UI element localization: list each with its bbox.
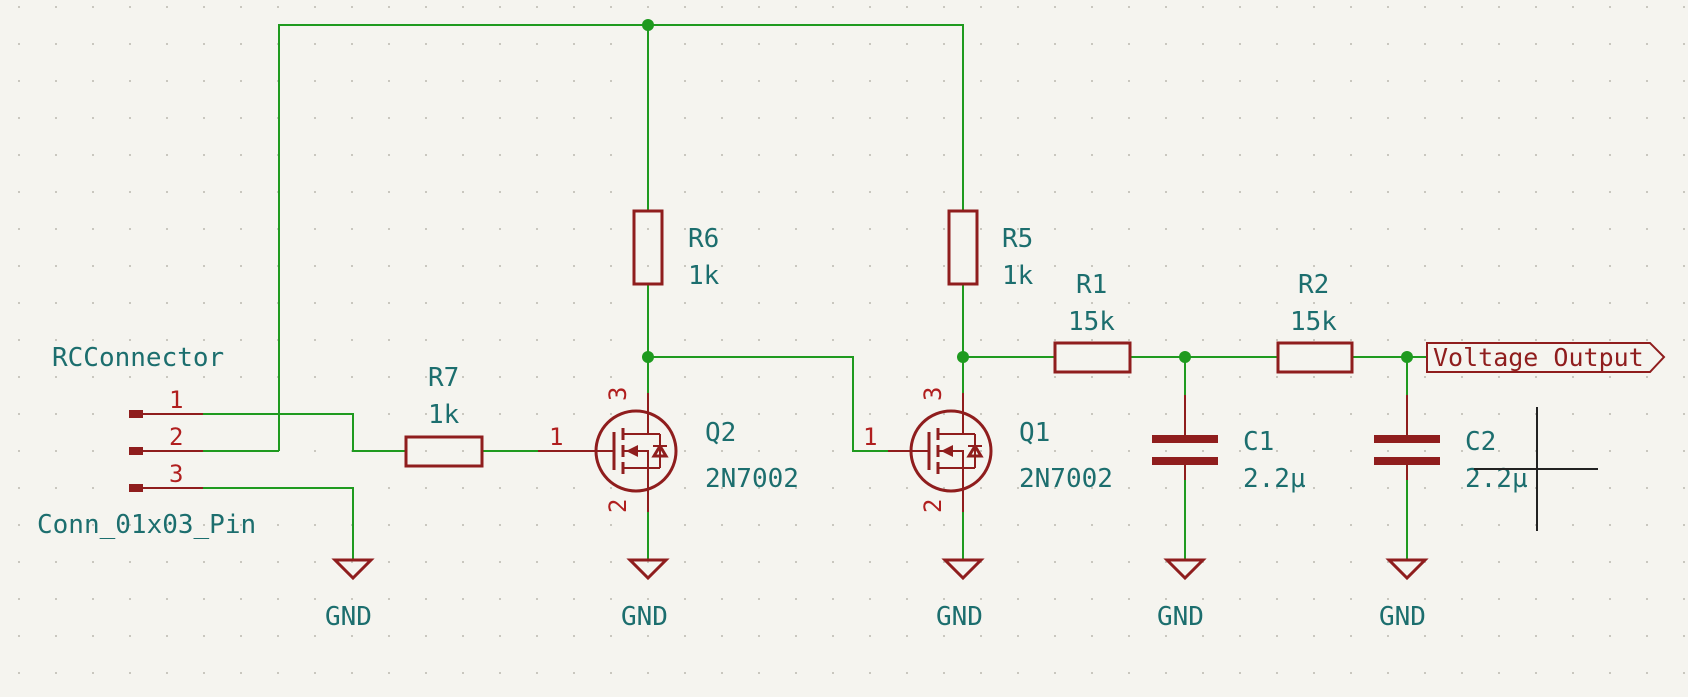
gnd-label: GND	[1379, 602, 1426, 632]
mosfet-body	[594, 409, 678, 493]
drain-pin-label: 3	[919, 387, 947, 401]
gnd-symbol-connector[interactable]: GND	[325, 558, 375, 632]
ground-icon	[1163, 558, 1207, 581]
wire-pin1-to-r7[interactable]	[203, 413, 406, 452]
mosfet-reference: Q1	[1019, 418, 1050, 448]
resistor-reference: R5	[1002, 224, 1033, 254]
mosfet-reference: Q2	[705, 418, 736, 448]
gnd-label: GND	[325, 602, 372, 632]
ground-icon	[331, 558, 375, 581]
capacitor-value: 2.2µ	[1243, 464, 1306, 494]
resistor-value: 1k	[1002, 261, 1034, 291]
background-grid	[18, 6, 1685, 674]
gnd-symbol-q2[interactable]: GND	[621, 558, 670, 632]
junction-top	[642, 19, 654, 31]
gnd-symbol-c1[interactable]: GND	[1157, 558, 1207, 632]
junction-q1-drain	[957, 351, 969, 363]
wire-q2-drain-to-q1-gate[interactable]	[648, 356, 888, 452]
resistor-r7[interactable]: R7 1k	[404, 363, 484, 468]
wire-pin3-gnd[interactable]	[203, 487, 354, 560]
capacitor-c1[interactable]: C1 2.2µ	[1152, 395, 1306, 494]
resistor-value: 1k	[688, 261, 720, 291]
resistor-reference: R6	[688, 224, 719, 254]
diode-triangle	[651, 443, 669, 458]
connector-reference: RCConnector	[52, 343, 224, 373]
connector-pin-end-3	[129, 484, 143, 492]
junction-c2	[1401, 351, 1413, 363]
resistor-value: 15k	[1290, 307, 1337, 337]
resistor-body	[1276, 341, 1354, 374]
connector-value: Conn_01x03_Pin	[37, 510, 256, 540]
resistor-reference: R7	[428, 363, 459, 393]
connector-pin-label: 3	[169, 460, 183, 488]
crosshair-cursor-icon	[1474, 407, 1598, 531]
resistor-reference: R1	[1076, 270, 1107, 300]
capacitor-plate-top	[1152, 435, 1218, 443]
wire-top-rail[interactable]	[278, 24, 964, 451]
mosfet-q1[interactable]: 1 3 2 Q1 2N7002	[863, 387, 1113, 513]
gnd-symbol-c2[interactable]: GND	[1379, 558, 1429, 632]
mosfet-body	[909, 409, 993, 493]
resistor-body	[947, 209, 979, 286]
junction-q2-drain	[642, 351, 654, 363]
resistor-r6[interactable]: R6 1k	[632, 209, 720, 291]
capacitor-reference: C2	[1465, 427, 1496, 457]
gnd-label: GND	[1157, 602, 1204, 632]
connector-pin-end-1	[129, 410, 143, 418]
gnd-symbol-q1[interactable]: GND	[936, 558, 985, 632]
junctions	[642, 19, 1413, 363]
resistor-body	[1053, 341, 1132, 374]
capacitor-plate-bottom	[1374, 457, 1440, 465]
connector-pin-label: 2	[169, 423, 183, 451]
capacitor-plate-bottom	[1152, 457, 1218, 465]
connector-rcconnector[interactable]: 1 2 3 RCConnector Conn_01x03_Pin	[37, 343, 256, 540]
global-label-voltage-output[interactable]: Voltage Output	[1426, 342, 1666, 373]
mosfet-value: 2N7002	[1019, 464, 1113, 494]
wires	[203, 24, 1427, 560]
diode-triangle	[966, 443, 984, 458]
ground-icon	[941, 558, 985, 581]
source-pin-label: 2	[919, 499, 947, 513]
gate-pin-label: 1	[863, 423, 877, 451]
mosfet-value: 2N7002	[705, 464, 799, 494]
capacitor-plate-top	[1374, 435, 1440, 443]
gate-pin-label: 1	[549, 423, 563, 451]
drain-pin-label: 3	[604, 387, 632, 401]
ground-icon	[1385, 558, 1429, 581]
resistor-r2[interactable]: R2 15k	[1276, 270, 1354, 374]
resistor-body	[632, 209, 664, 286]
label-outline	[1426, 342, 1666, 373]
resistor-body	[404, 435, 484, 468]
body-arrow	[941, 445, 953, 457]
body-arrow	[626, 445, 638, 457]
resistor-value: 1k	[428, 400, 460, 430]
capacitor-reference: C1	[1243, 427, 1274, 457]
gnd-label: GND	[621, 602, 668, 632]
ground-icon	[626, 558, 670, 581]
connector-pin-end-2	[129, 447, 143, 455]
resistor-r1[interactable]: R1 15k	[1053, 270, 1132, 374]
gnd-label: GND	[936, 602, 983, 632]
resistor-value: 15k	[1068, 307, 1115, 337]
resistor-r5[interactable]: R5 1k	[947, 209, 1034, 291]
capacitor-c2[interactable]: C2 2.2µ	[1374, 395, 1528, 494]
connector-pin-label: 1	[169, 386, 183, 414]
resistor-reference: R2	[1298, 270, 1329, 300]
source-pin-label: 2	[604, 499, 632, 513]
mosfet-q2[interactable]: 1 3 2 Q2 2N7002	[538, 387, 799, 513]
junction-c1	[1179, 351, 1191, 363]
label-text: Voltage Output	[1433, 343, 1644, 372]
